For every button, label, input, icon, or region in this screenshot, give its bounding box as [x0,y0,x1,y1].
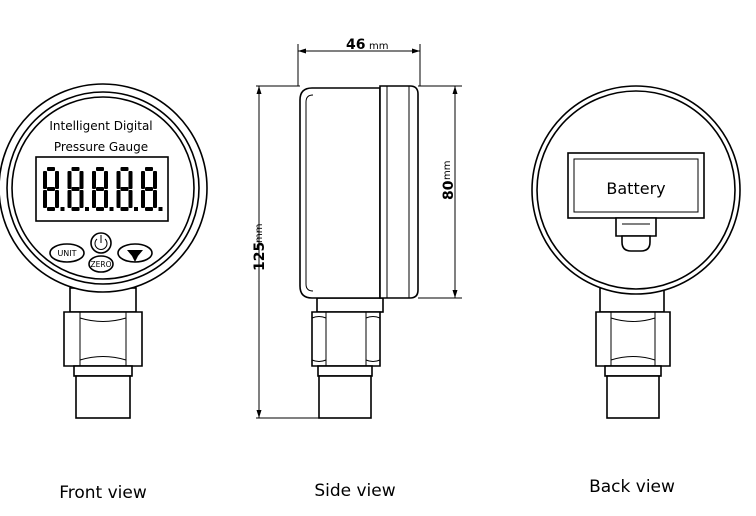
side-fitting [311,297,384,419]
power-icon [94,238,108,250]
lcd-digit [43,167,65,211]
width-dimension-value: 46 [346,37,365,53]
width-dimension-unit: mm [369,41,388,52]
side-case [299,87,381,299]
back-view: Battery Back view [531,85,741,497]
lcd-decimal-point [134,207,138,211]
lcd-segment [55,171,59,189]
lcd-segment [71,207,80,211]
lcd-segment [104,190,108,208]
lcd-segment [79,190,84,208]
back-view-caption: Back view [589,477,675,497]
battery-label: Battery [606,179,665,198]
zero-button [88,255,114,273]
lcd-segment [120,207,129,211]
back-fitting [595,287,671,419]
lcd-segment [55,190,59,208]
lcd-decimal-point [109,207,114,211]
lcd-digit [67,167,89,211]
lcd-segment [153,171,157,189]
zero-button-label: ZERO [91,260,112,269]
front-title-line2: Pressure Gauge [54,140,148,154]
front-title-line1: Intelligent Digital [49,119,152,133]
height-dimension-value: 125 [252,242,268,271]
front-bezel [6,91,200,285]
lcd-segment [96,187,104,191]
lcd-segment [128,171,133,189]
lcd-segment [120,187,129,191]
lcd-segment [116,171,121,189]
lcd-display [35,156,169,222]
battery-latch [615,217,657,237]
lcd-segment [47,187,55,191]
lcd-segment [145,207,153,211]
lcd-segment [141,190,145,208]
unit-button [49,243,85,263]
lcd-segment [67,171,72,189]
lcd-segment [96,167,104,171]
lcd-digits [43,167,163,211]
front-view-caption: Front view [59,483,147,503]
lcd-digit [92,167,114,211]
lcd-segment [116,190,121,208]
light-icon [127,250,143,262]
side-view-caption: Side view [314,481,395,501]
lcd-segment [47,207,55,211]
lcd-segment [141,171,145,189]
lcd-segment [79,171,84,189]
power-button [90,232,112,254]
lcd-segment [71,167,80,171]
lcd-segment [128,190,133,208]
lcd-segment [92,190,96,208]
lcd-segment [67,190,72,208]
lcd-segment [43,190,47,208]
lcd-decimal-point [85,207,89,211]
lcd-segment [43,171,47,189]
lcd-segment [104,171,108,189]
lcd-segment [47,167,55,171]
front-fitting [63,287,143,419]
dial-dimension-value: 80 [441,180,457,200]
lcd-segment [120,167,129,171]
lcd-segment [71,187,80,191]
front-view: Intelligent Digital Pressure Gauge UNIT … [0,83,208,503]
lcd-segment [96,207,104,211]
unit-button-label: UNIT [57,249,76,258]
height-dimension-unit: mm [254,224,265,243]
side-view: 46 mm 80 mm 125 mm Side view [252,37,462,501]
lcd-decimal-point [60,207,65,211]
side-bezel [379,85,419,299]
dial-dimension-unit: mm [442,161,453,180]
lcd-decimal-point [158,207,163,211]
lcd-segment [145,167,153,171]
lcd-segment [153,190,157,208]
lcd-digit [141,167,163,211]
lcd-segment [145,187,153,191]
back-body [531,85,741,295]
lcd-digit [116,167,138,211]
lcd-segment [92,171,96,189]
